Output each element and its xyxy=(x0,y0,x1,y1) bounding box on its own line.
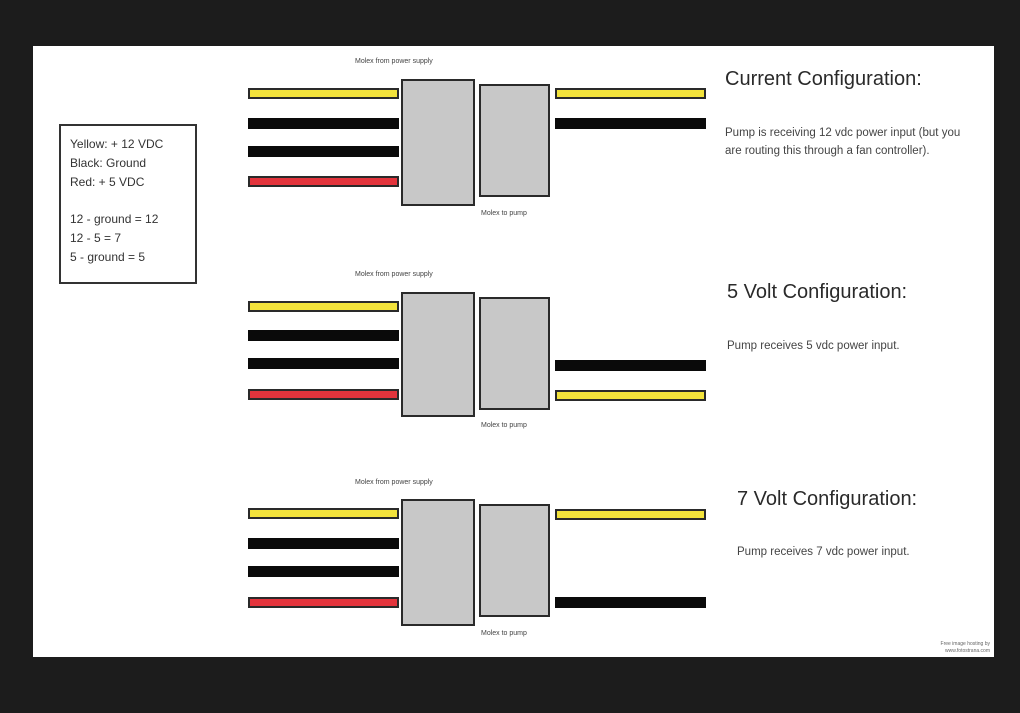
output-wire-black xyxy=(555,597,706,608)
molex-pump-connector xyxy=(479,504,550,617)
config-description: Pump receives 7 vdc power input. xyxy=(737,546,910,558)
input-wire-yellow xyxy=(248,508,399,519)
legend-black: Black: Ground xyxy=(70,156,147,170)
config-description: Pump is receiving 12 vdc power input (bu… xyxy=(725,127,961,157)
input-wire-black xyxy=(248,538,399,549)
molex-pump-connector xyxy=(479,297,550,410)
image-host-credit: Free image hosting by www.fotostrana.com xyxy=(941,641,990,655)
caption-molex-pump: Molex to pump xyxy=(481,210,527,217)
caption-molex-power-supply: Molex from power supply xyxy=(355,271,433,278)
input-wire-black xyxy=(248,358,399,369)
molex-power-supply-connector xyxy=(401,499,475,626)
input-wire-red xyxy=(248,597,399,608)
input-wire-yellow xyxy=(248,88,399,99)
legend-equation: 5 - ground = 5 xyxy=(70,250,146,264)
output-wire-yellow xyxy=(555,88,706,99)
molex-pump-connector xyxy=(479,84,550,197)
output-wire-yellow xyxy=(555,390,706,401)
legend-equation: 12 - ground = 12 xyxy=(70,212,159,226)
legend-yellow: Yellow: + 12 VDC xyxy=(70,137,164,151)
color-legend: Yellow: + 12 VDC Black: Ground Red: + 5 … xyxy=(59,124,197,284)
input-wire-black xyxy=(248,118,399,129)
caption-molex-pump: Molex to pump xyxy=(481,422,527,429)
credit-line: Free image hosting by xyxy=(940,641,990,647)
molex-power-supply-connector xyxy=(401,79,475,206)
output-wire-black xyxy=(555,118,706,129)
molex-power-supply-connector xyxy=(401,292,475,417)
diagram-canvas: Yellow: + 12 VDC Black: Ground Red: + 5 … xyxy=(33,46,994,657)
input-wire-yellow xyxy=(248,301,399,312)
caption-molex-pump: Molex to pump xyxy=(481,630,527,637)
input-wire-black xyxy=(248,146,399,157)
input-wire-black xyxy=(248,566,399,577)
config-title: Current Configuration: xyxy=(725,68,922,90)
caption-molex-power-supply: Molex from power supply xyxy=(355,479,433,486)
output-wire-black xyxy=(555,360,706,371)
config-title: 7 Volt Configuration: xyxy=(737,488,918,510)
input-wire-black xyxy=(248,330,399,341)
legend-equation: 12 - 5 = 7 xyxy=(70,231,122,245)
credit-line: www.fotostrana.com xyxy=(944,648,990,654)
legend-red: Red: + 5 VDC xyxy=(70,175,145,189)
input-wire-red xyxy=(248,176,399,187)
output-wire-yellow xyxy=(555,509,706,520)
config-description: Pump receives 5 vdc power input. xyxy=(727,340,900,352)
config-title: 5 Volt Configuration: xyxy=(727,281,908,303)
input-wire-red xyxy=(248,389,399,400)
caption-molex-power-supply: Molex from power supply xyxy=(355,58,433,65)
